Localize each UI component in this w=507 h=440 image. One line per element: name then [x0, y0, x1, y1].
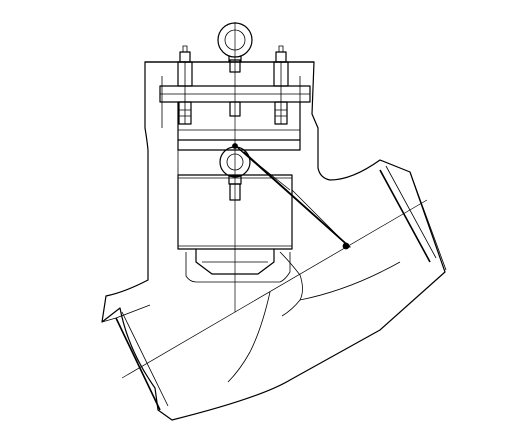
- cover-stud-bolts: [177, 45, 289, 125]
- inlet-end: [101, 304, 169, 411]
- bore-centerline: [121, 22, 428, 379]
- valve-body: [101, 61, 446, 421]
- swing-arm: [236, 146, 351, 250]
- outlet-end: [379, 165, 447, 271]
